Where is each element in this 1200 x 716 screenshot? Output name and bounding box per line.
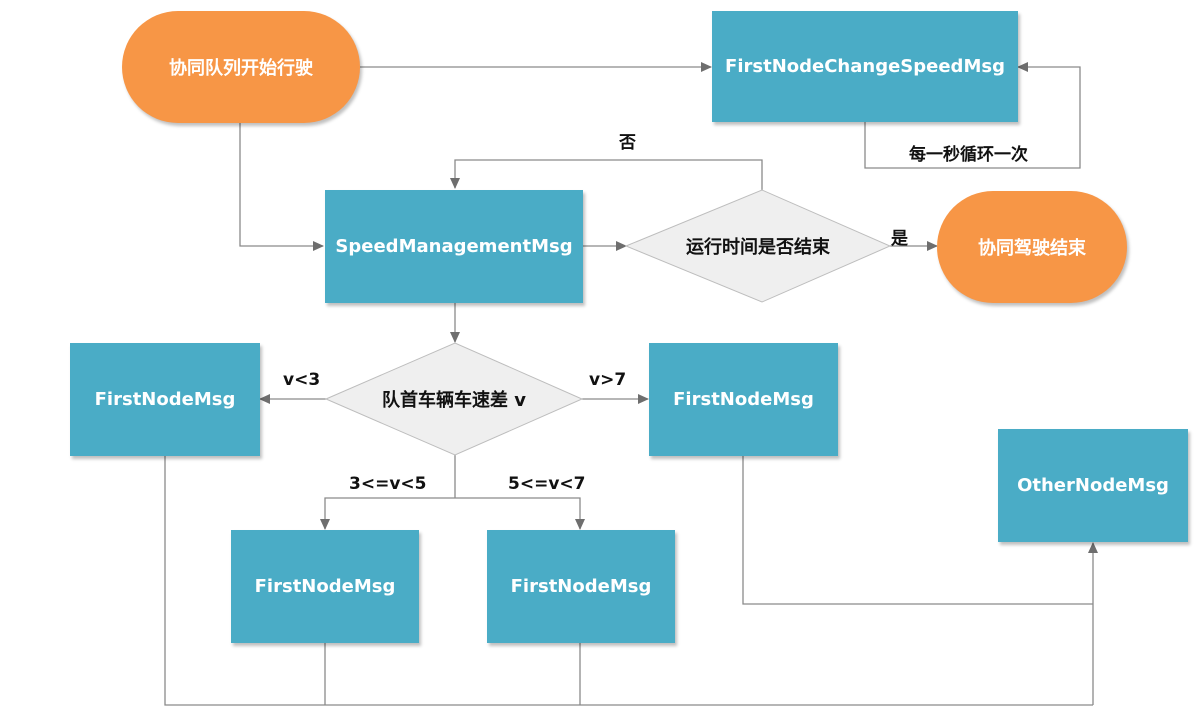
decision-speed-diff-label: 队首车辆车速差 v: [382, 390, 526, 411]
edge-label-loop: 每一秒循环一次: [909, 145, 1028, 165]
speed-management-box: SpeedManagementMsg: [325, 190, 583, 303]
edge-change-speed-loop: [864, 62, 1081, 169]
edge-first-left-to-bus: [164, 456, 1093, 706]
edge-range-5-7: [455, 497, 585, 530]
edge-label-no: 否: [619, 133, 636, 153]
edge-label-range-5-7: 5<=v<7: [508, 474, 586, 494]
edge-label-range-3-5: 3<=v<5: [349, 474, 427, 494]
end-terminal: 协同驾驶结束: [937, 191, 1127, 303]
edge-time-decision-no: [450, 159, 763, 190]
edge-start-to-speed-mgmt: [239, 123, 324, 251]
first-node-msg-left-box: FirstNodeMsg: [70, 343, 260, 456]
first-node-msg-right-box: FirstNodeMsg: [649, 343, 838, 456]
first-node-change-speed-box: FirstNodeChangeSpeedMsg: [712, 11, 1018, 122]
decision-speed-diff: [324, 342, 584, 456]
start-terminal: 协同队列开始行驶: [122, 11, 360, 123]
first-node-msg-mid-left-box: FirstNodeMsg: [231, 530, 419, 643]
first-node-msg-mid-right-box: FirstNodeMsg: [487, 530, 675, 643]
edge-range-3-5: [320, 497, 455, 530]
edge-label-yes: 是: [891, 229, 908, 249]
other-node-msg-box: OtherNodeMsg: [998, 429, 1188, 542]
edge-label-lt3: v<3: [283, 370, 321, 390]
edge-label-gt7: v>7: [589, 370, 627, 390]
decision-time-end: [624, 189, 892, 303]
decision-time-end-label: 运行时间是否结束: [686, 237, 830, 258]
edge-first-right-to-bus: [742, 456, 1093, 605]
